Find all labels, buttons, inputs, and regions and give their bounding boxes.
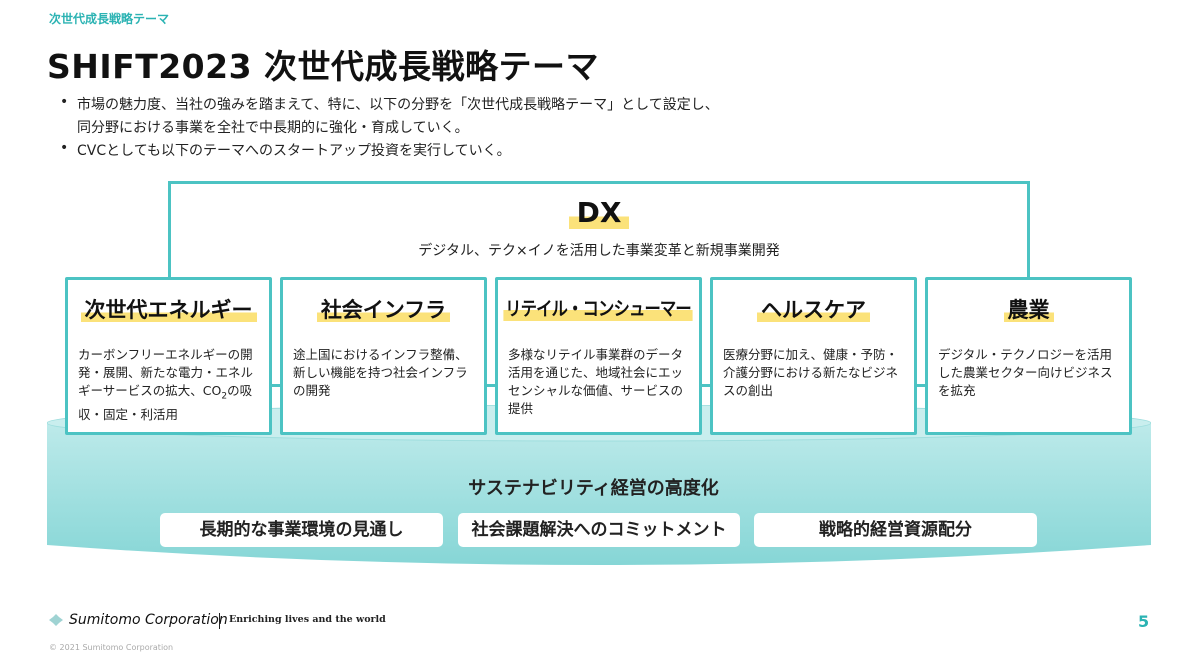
company-name: Sumitomo Corporation	[69, 612, 228, 628]
theme-body: カーボンフリーエネルギーの開発・展開、新たな電力・エネルギーサービスの拡大、CO…	[78, 347, 254, 422]
theme-card-healthcare: ヘルスケア 医療分野に加え、健康・予防・介護分野における新たなビジネスの創出	[710, 277, 917, 435]
pillar-commitment: 社会課題解決へのコミットメント	[458, 513, 740, 547]
copyright: © 2021 Sumitomo Corporation	[49, 643, 174, 652]
sustainability-title: サステナビリティ経営の高度化	[468, 478, 719, 499]
footer-divider	[219, 613, 220, 629]
theme-title: 次世代エネルギー	[68, 294, 269, 324]
page-title: SHIFT2023 次世代成長戦略テーマ	[47, 47, 600, 86]
page-number: 5	[1138, 612, 1150, 631]
theme-card-agriculture: 農業 デジタル・テクノロジーを活用した農業セクター向けビジネスを拡充	[925, 277, 1132, 435]
dx-title: DX	[171, 196, 1027, 229]
theme-body: 多様なリテイル事業群のデータ活用を通じた、地域社会にエッセンシャルな価値、サービ…	[508, 347, 684, 416]
company-logo: Sumitomo Corporation	[49, 612, 228, 628]
theme-title: 農業	[928, 294, 1129, 324]
bullet-text: CVCとしても以下のテーマへのスタートアップ投資を実行していく。	[77, 143, 511, 159]
theme-card-infrastructure: 社会インフラ 途上国におけるインフラ整備、新しい機能を持つ社会インフラの開発	[280, 277, 487, 435]
theme-body: 途上国におけるインフラ整備、新しい機能を持つ社会インフラの開発	[293, 347, 468, 398]
theme-title: 社会インフラ	[283, 294, 484, 324]
bullet-text: 同分野における事業を全社で中長期的に強化・育成していく。	[77, 120, 469, 136]
section-label: 次世代成長戦略テーマ	[49, 12, 170, 26]
theme-card-retail: リテイル・コンシューマー 多様なリテイル事業群のデータ活用を通じた、地域社会にエ…	[495, 277, 702, 435]
pillar-resource-allocation: 戦略的経営資源配分	[754, 513, 1037, 547]
theme-title: リテイル・コンシューマー	[458, 294, 739, 321]
theme-body: 医療分野に加え、健康・予防・介護分野における新たなビジネスの創出	[723, 347, 899, 398]
pillar-outlook: 長期的な事業環境の見通し	[160, 513, 443, 547]
bullet-dot: •	[60, 140, 69, 156]
dx-subtitle: デジタル、テク×イノを活用した事業変革と新規事業開発	[418, 243, 780, 259]
logo-mark-icon	[49, 614, 63, 626]
theme-title: ヘルスケア	[713, 294, 914, 324]
theme-card-energy: 次世代エネルギー カーボンフリーエネルギーの開発・展開、新たな電力・エネルギーサ…	[65, 277, 272, 435]
theme-body: デジタル・テクノロジーを活用した農業セクター向けビジネスを拡充	[938, 347, 1113, 398]
bullet-text: 市場の魅力度、当社の強みを踏まえて、特に、以下の分野を「次世代成長戦略テーマ」と…	[77, 97, 719, 113]
tagline: Enriching lives and the world	[229, 614, 386, 625]
bullet-dot: •	[60, 94, 69, 110]
